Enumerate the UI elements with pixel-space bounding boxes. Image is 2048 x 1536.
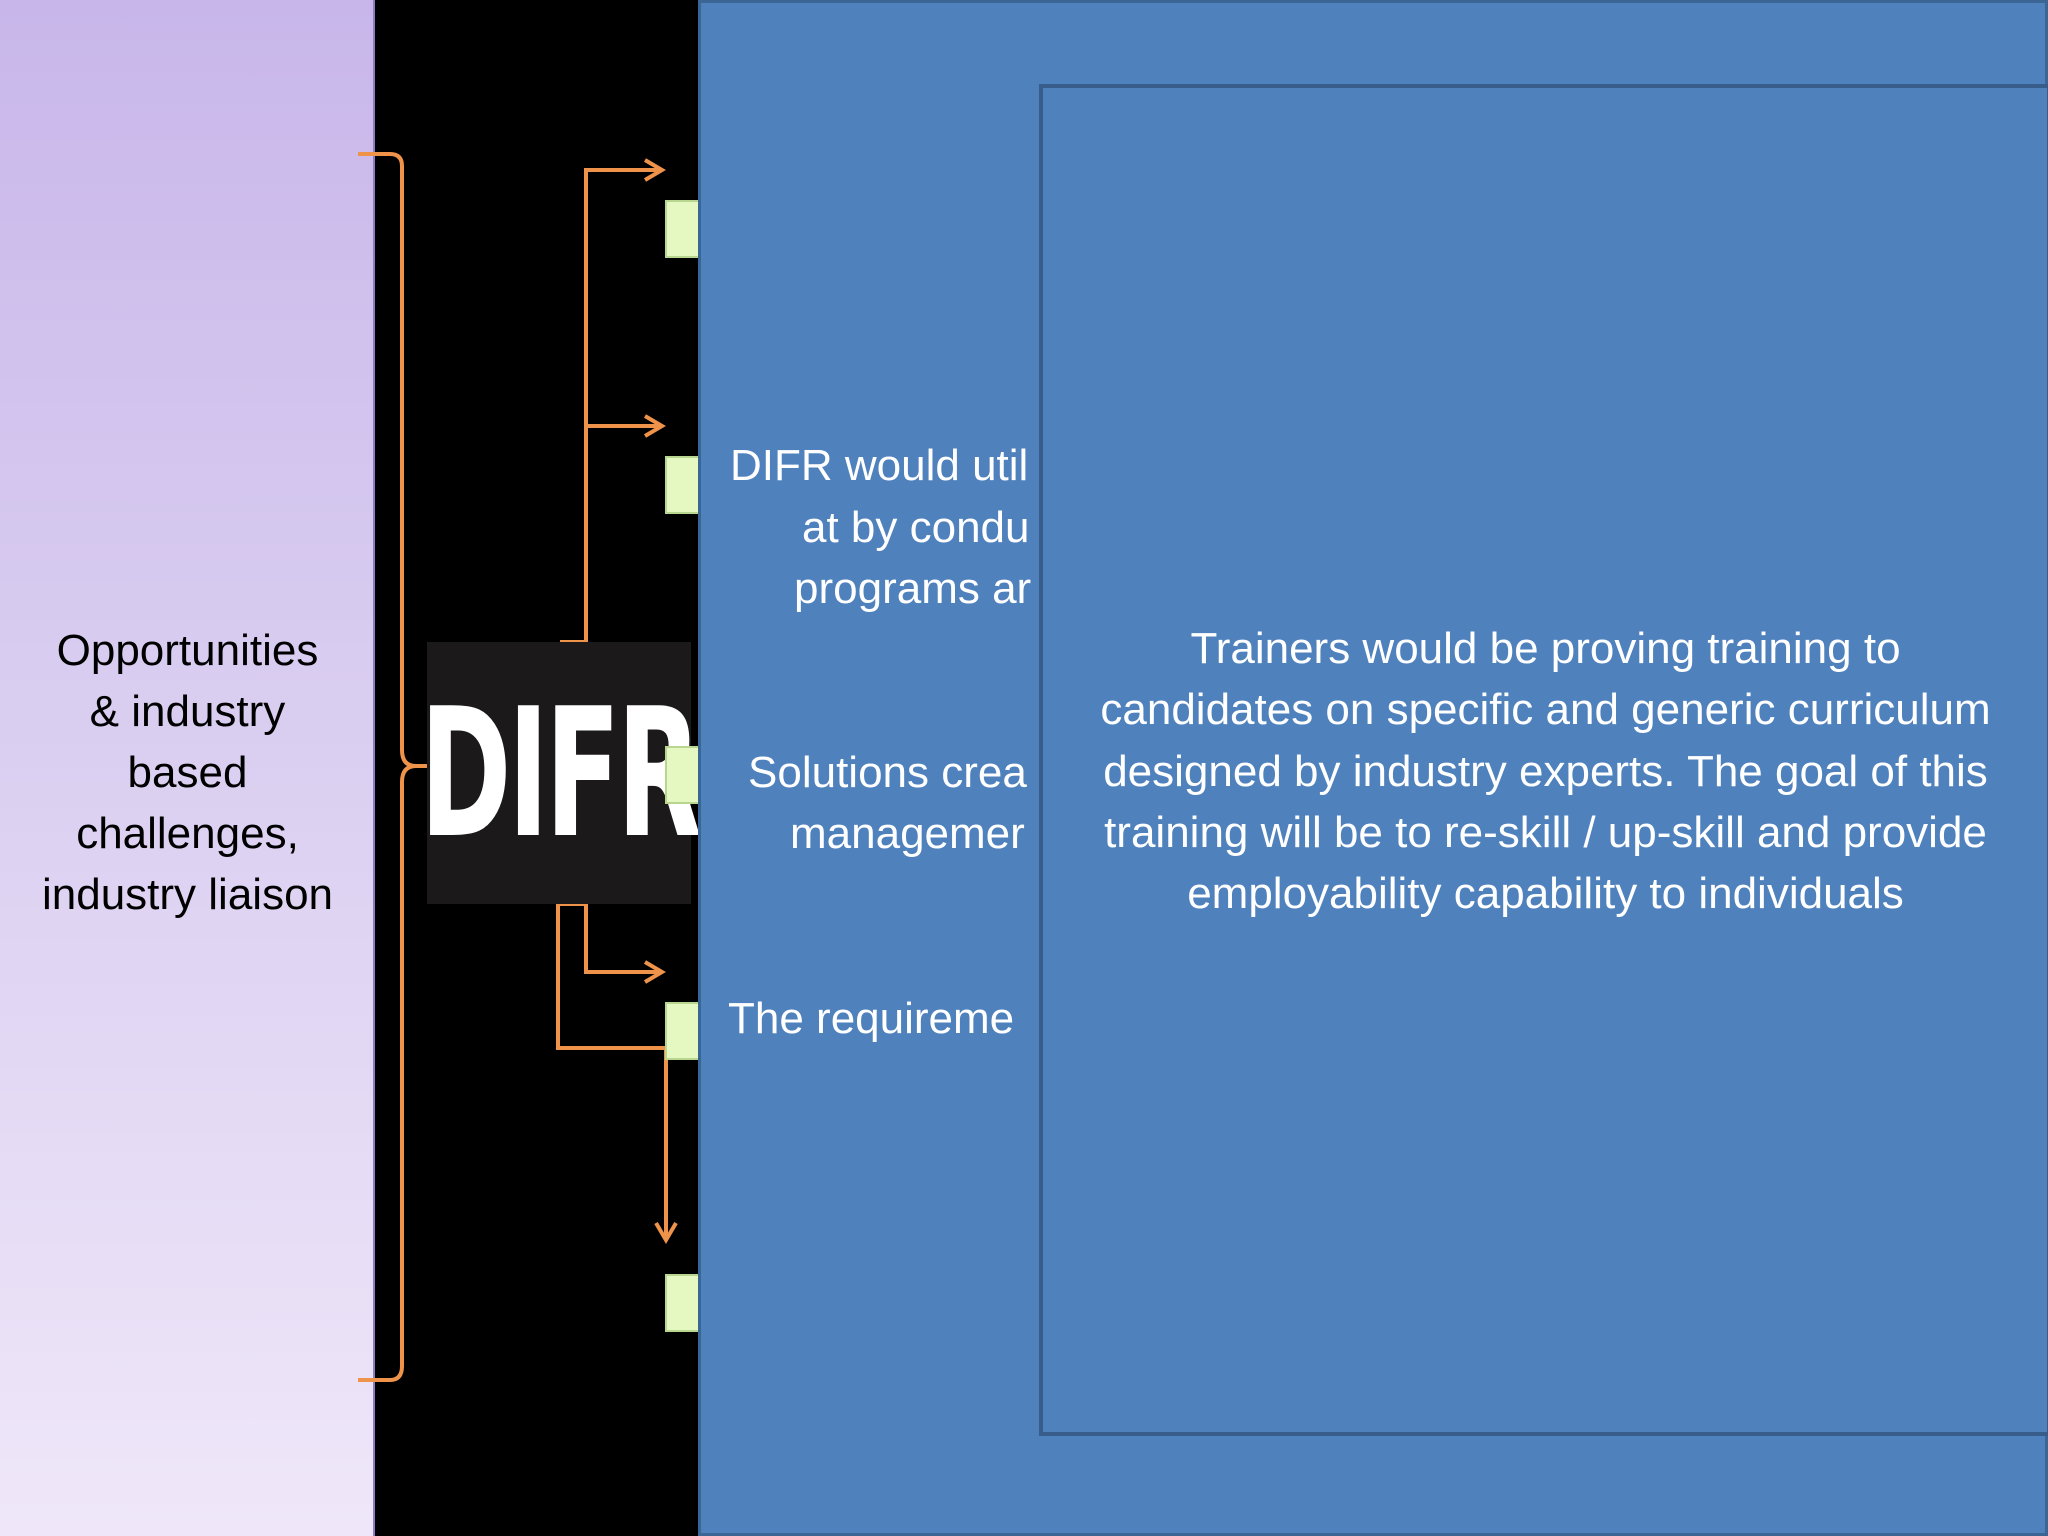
green-marker-3 bbox=[665, 746, 701, 804]
mid-branch-arrow bbox=[643, 414, 666, 438]
green-marker-4 bbox=[665, 1002, 701, 1060]
left-panel: Opportunities & industry based challenge… bbox=[0, 0, 375, 1536]
inner-panel-text: Trainers would be proving training to ca… bbox=[1100, 624, 1991, 919]
snippet-3-line-1: The requireme bbox=[728, 994, 1015, 1043]
snippet-1-line-1: DIFR would util bbox=[730, 441, 1029, 490]
green-marker-5 bbox=[665, 1274, 701, 1332]
snippet-1-line-2: at by condu bbox=[802, 503, 1030, 552]
top-branch bbox=[560, 168, 662, 644]
left-panel-text: Opportunities & industry based challenge… bbox=[41, 626, 334, 919]
left-brace bbox=[358, 152, 446, 1382]
difr-logo-text: DIFR bbox=[419, 669, 702, 877]
snippet-1-line-3: programs ar bbox=[794, 564, 1032, 613]
green-marker-1 bbox=[665, 200, 701, 258]
bottom-branch-arrow bbox=[643, 960, 666, 984]
bottom-branch bbox=[560, 902, 662, 974]
inner-text-panel: Trainers would be proving training to ca… bbox=[1039, 84, 2048, 1436]
lower-branch bbox=[556, 902, 668, 1240]
green-marker-2 bbox=[665, 456, 701, 514]
lower-branch-arrow bbox=[654, 1221, 678, 1244]
difr-logo: DIFR bbox=[419, 642, 702, 904]
snippet-2-line-1: Solutions crea bbox=[748, 748, 1027, 797]
snippet-2-line-2: managemer bbox=[790, 809, 1025, 858]
top-branch-arrow-1 bbox=[643, 158, 666, 182]
